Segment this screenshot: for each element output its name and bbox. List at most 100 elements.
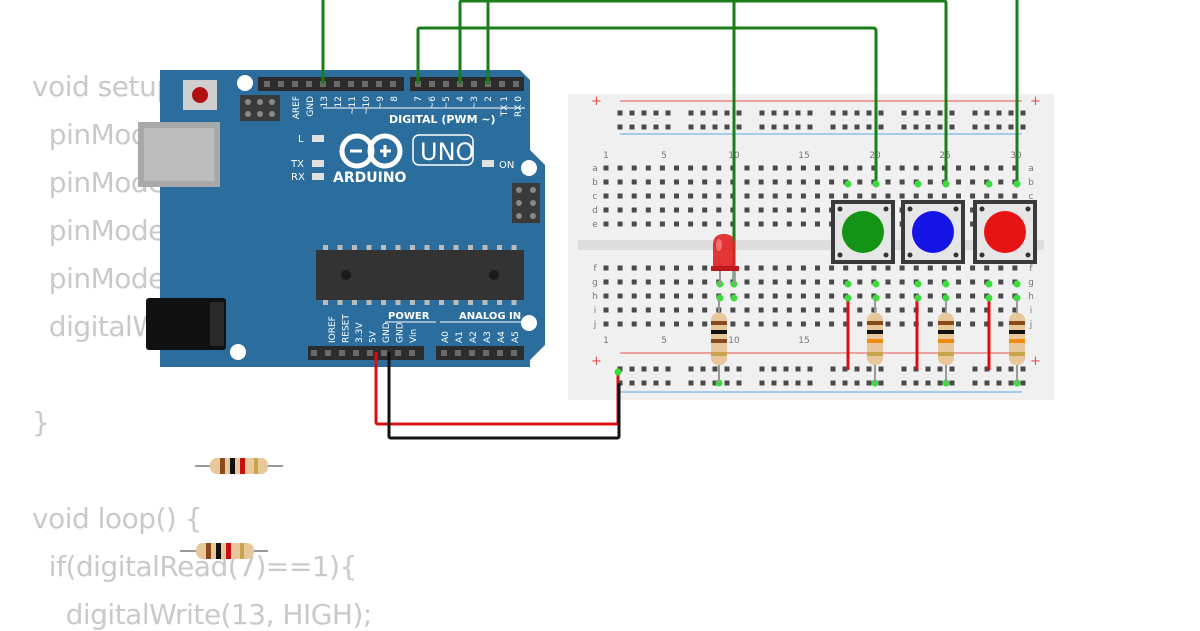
rail-hole[interactable] — [712, 110, 718, 116]
breadboard-hole[interactable] — [772, 207, 778, 213]
breadboard-hole[interactable] — [758, 279, 764, 285]
breadboard-hole[interactable] — [688, 265, 694, 271]
breadboard-hole[interactable] — [970, 307, 976, 313]
pin-hole[interactable] — [353, 350, 359, 356]
breadboard-hole[interactable] — [744, 293, 750, 299]
rail-hole[interactable] — [937, 110, 943, 116]
rail-hole[interactable] — [972, 110, 978, 116]
breadboard-hole[interactable] — [941, 165, 947, 171]
breadboard-hole[interactable] — [786, 165, 792, 171]
breadboard-hole[interactable] — [631, 165, 637, 171]
rail-hole[interactable] — [783, 380, 789, 386]
breadboard-hole[interactable] — [603, 179, 609, 185]
breadboard-hole[interactable] — [758, 293, 764, 299]
rail-hole[interactable] — [700, 110, 706, 116]
rail-hole[interactable] — [901, 380, 907, 386]
breadboard-hole[interactable] — [927, 279, 933, 285]
breadboard-hole[interactable] — [674, 293, 679, 299]
breadboard-hole[interactable] — [631, 279, 637, 285]
rail-hole[interactable] — [925, 380, 931, 386]
breadboard-hole[interactable] — [885, 293, 891, 299]
breadboard-hole[interactable] — [913, 165, 919, 171]
breadboard-hole[interactable] — [645, 193, 651, 199]
breadboard-hole[interactable] — [631, 207, 637, 213]
rail-hole[interactable] — [901, 110, 907, 116]
breadboard-hole[interactable] — [970, 207, 976, 213]
rail-hole[interactable] — [771, 380, 777, 386]
rail-hole[interactable] — [653, 366, 659, 372]
breadboard-hole[interactable] — [659, 221, 665, 227]
pin-hole[interactable] — [497, 350, 503, 356]
breadboard-hole[interactable] — [829, 307, 835, 313]
breadboard-hole[interactable] — [786, 221, 792, 227]
rail-hole[interactable] — [629, 380, 635, 386]
breadboard-hole[interactable] — [772, 221, 778, 227]
breadboard-hole[interactable] — [617, 279, 623, 285]
breadboard-hole[interactable] — [800, 321, 806, 327]
rail-hole[interactable] — [984, 110, 990, 116]
breadboard-hole[interactable] — [688, 307, 694, 313]
breadboard-hole[interactable] — [899, 179, 905, 185]
breadboard-hole[interactable] — [744, 321, 750, 327]
breadboard-hole[interactable] — [843, 265, 849, 271]
breadboard-hole[interactable] — [702, 207, 708, 213]
breadboard-hole[interactable] — [815, 321, 820, 327]
rail-hole[interactable] — [688, 366, 694, 372]
breadboard-hole[interactable] — [716, 193, 722, 199]
breadboard-hole[interactable] — [659, 293, 665, 299]
breadboard-hole[interactable] — [899, 165, 905, 171]
rail-hole[interactable] — [724, 380, 730, 386]
breadboard-hole[interactable] — [674, 193, 679, 199]
breadboard-hole[interactable] — [659, 321, 665, 327]
breadboard-hole[interactable] — [857, 193, 863, 199]
pushbutton-red[interactable] — [973, 200, 1037, 264]
breadboard-hole[interactable] — [674, 165, 679, 171]
breadboard-hole[interactable] — [927, 265, 933, 271]
breadboard-hole[interactable] — [970, 221, 976, 227]
analog-pin-header[interactable] — [436, 346, 524, 360]
breadboard-hole[interactable] — [659, 165, 665, 171]
rail-hole[interactable] — [759, 110, 765, 116]
breadboard-hole[interactable] — [617, 321, 623, 327]
breadboard-hole[interactable] — [772, 307, 778, 313]
rail-hole[interactable] — [972, 124, 978, 130]
breadboard-hole[interactable] — [984, 307, 990, 313]
breadboard-hole[interactable] — [617, 265, 623, 271]
breadboard-hole[interactable] — [800, 207, 806, 213]
rail-hole[interactable] — [913, 380, 919, 386]
rail-hole[interactable] — [629, 366, 635, 372]
breadboard-hole[interactable] — [688, 321, 694, 327]
rail-hole[interactable] — [629, 124, 635, 130]
breadboard-hole[interactable] — [871, 265, 877, 271]
breadboard-hole[interactable] — [970, 279, 976, 285]
rail-hole[interactable] — [1020, 110, 1026, 116]
breadboard-hole[interactable] — [659, 279, 665, 285]
breadboard-hole[interactable] — [998, 307, 1004, 313]
rail-hole[interactable] — [688, 110, 694, 116]
rail-hole[interactable] — [736, 124, 742, 130]
breadboard-hole[interactable] — [688, 165, 694, 171]
breadboard-hole[interactable] — [970, 165, 976, 171]
pin-hole[interactable] — [443, 81, 449, 87]
breadboard-hole[interactable] — [674, 179, 679, 185]
breadboard-hole[interactable] — [772, 165, 778, 171]
rail-hole[interactable] — [771, 124, 777, 130]
rail-hole[interactable] — [901, 366, 907, 372]
breadboard-hole[interactable] — [758, 165, 764, 171]
breadboard-hole[interactable] — [984, 321, 990, 327]
breadboard-hole[interactable] — [815, 279, 820, 285]
breadboard-hole[interactable] — [645, 321, 651, 327]
breadboard-hole[interactable] — [885, 265, 891, 271]
breadboard-hole[interactable] — [617, 193, 623, 199]
breadboard-hole[interactable] — [603, 307, 609, 313]
rail-hole[interactable] — [925, 124, 931, 130]
breadboard-hole[interactable] — [744, 265, 750, 271]
breadboard-hole[interactable] — [702, 265, 708, 271]
breadboard-hole[interactable] — [786, 279, 792, 285]
breadboard-hole[interactable] — [815, 265, 820, 271]
breadboard-hole[interactable] — [843, 307, 849, 313]
breadboard-hole[interactable] — [927, 307, 933, 313]
breadboard-hole[interactable] — [730, 307, 736, 313]
rail-hole[interactable] — [759, 366, 765, 372]
